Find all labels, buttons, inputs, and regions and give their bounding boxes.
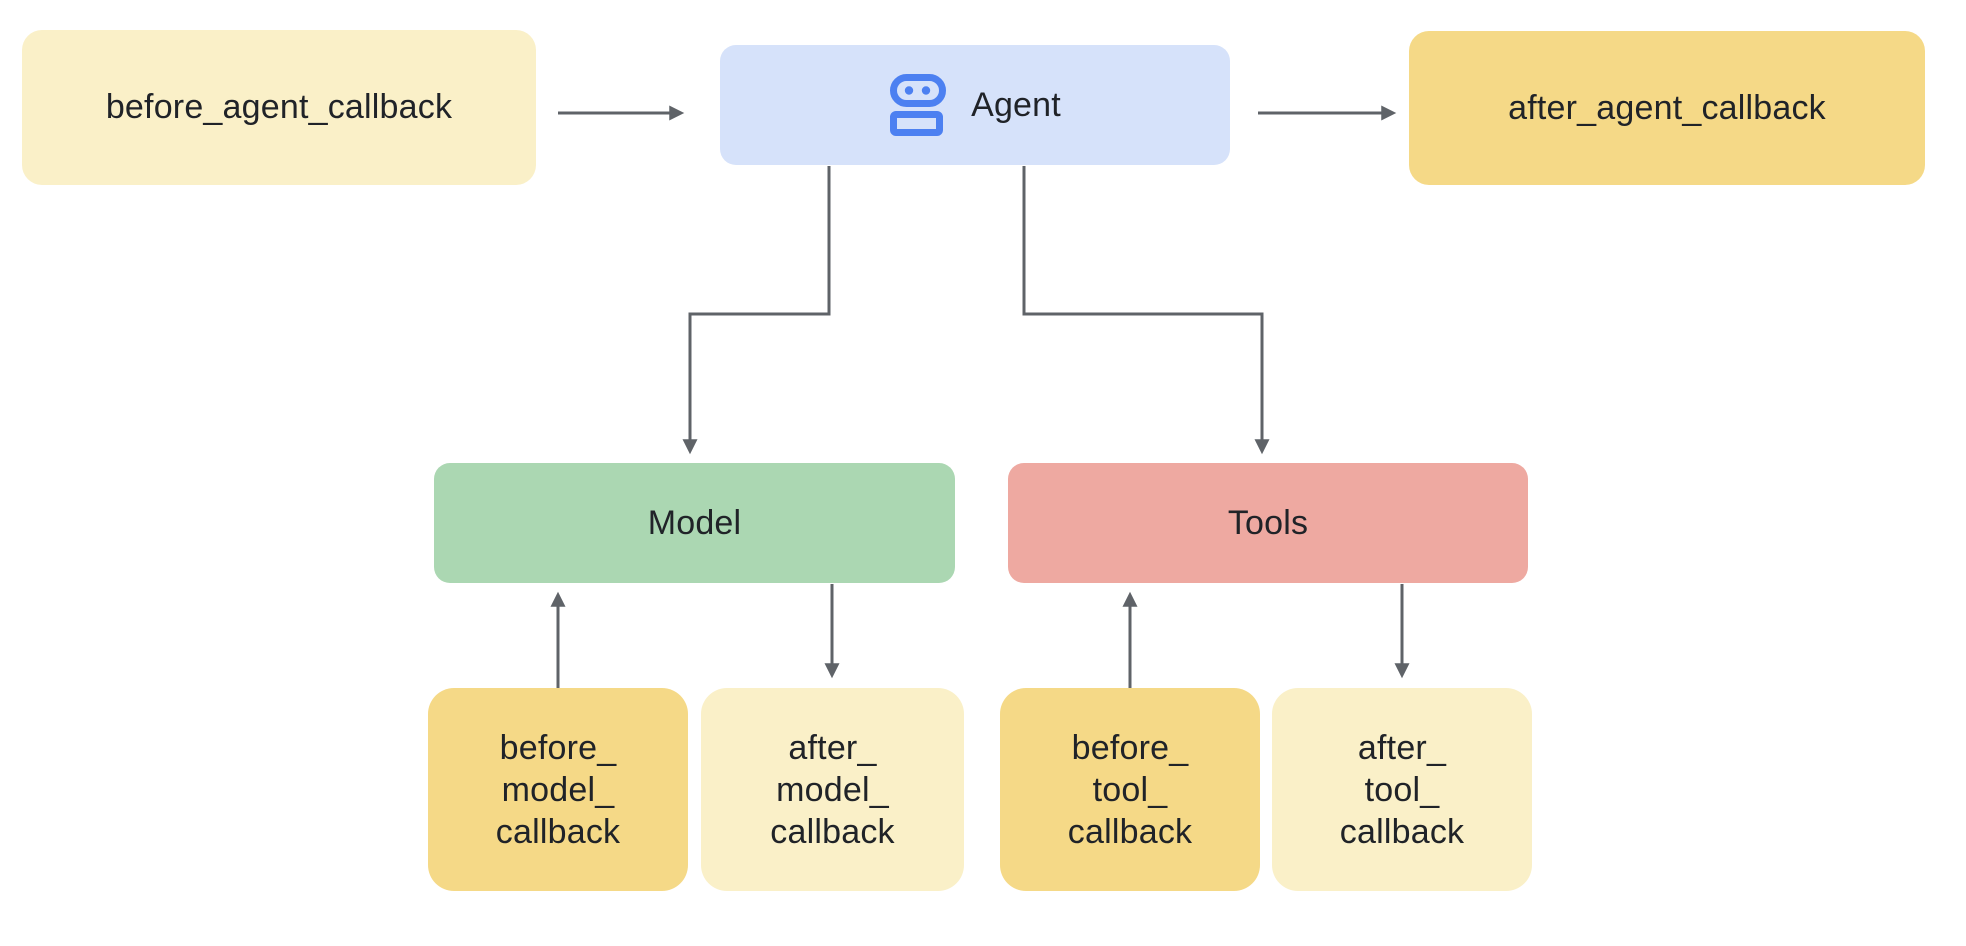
node-after-tool-callback: after_ tool_ callback — [1272, 688, 1532, 891]
node-label-line: tool_ — [1364, 770, 1440, 809]
node-label-line: callback — [495, 812, 621, 851]
node-label-line: after_ — [788, 728, 877, 767]
node-label-line: after_ — [1357, 728, 1447, 767]
node-after-model-callback: after_ model_ callback — [701, 688, 964, 891]
edge-agent-to-tools — [1022, 166, 1270, 455]
node-label: Agent — [971, 85, 1061, 124]
node-before-agent-callback: before_agent_callback — [22, 30, 536, 185]
node-model: Model — [434, 463, 955, 583]
node-agent: Agent — [720, 45, 1230, 165]
edge-agent-to-model — [682, 166, 831, 455]
node-after-agent-callback: after_agent_callback — [1409, 31, 1925, 185]
node-label: after_agent_callback — [1508, 88, 1826, 127]
node-label: Tools — [1227, 503, 1309, 542]
node-label: before_agent_callback — [105, 88, 453, 126]
robot-icon — [890, 74, 947, 136]
node-label-line: tool_ — [1092, 770, 1168, 809]
node-label-line: callback — [1339, 812, 1465, 851]
node-before-model-callback: before_ model_ callback — [428, 688, 688, 891]
node-label-line: before_ — [1071, 728, 1189, 767]
node-label-line: model_ — [501, 770, 615, 809]
node-label-line: before_ — [499, 728, 617, 767]
agent-content: Agent — [889, 73, 1061, 137]
node-label-line: callback — [770, 812, 895, 851]
node-label: Model — [647, 503, 742, 542]
node-label-line: callback — [1067, 812, 1193, 851]
node-before-tool-callback: before_ tool_ callback — [1000, 688, 1260, 891]
node-label-line: model_ — [776, 770, 889, 809]
node-tools: Tools — [1008, 463, 1528, 583]
